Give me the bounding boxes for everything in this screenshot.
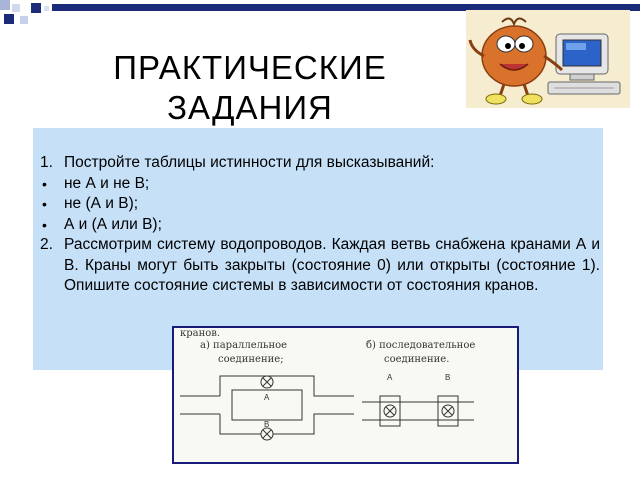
title-line-1: ПРАКТИЧЕСКИЕ (113, 49, 387, 86)
parallel-label-1: а) параллельное (200, 340, 287, 351)
page-title: ПРАКТИЧЕСКИЕ ЗАДАНИЯ (60, 48, 440, 128)
serial-valve-b-label: В (445, 373, 450, 382)
parallel-valve-a-label: А (264, 393, 270, 402)
diagram-caption-top: кранов. (180, 328, 220, 339)
parallel-valve-b-label: В (264, 420, 269, 429)
serial-valve-b-icon (441, 404, 455, 418)
task-item-2: 2. Рассмотрим систему водопроводов. Кажд… (40, 235, 600, 297)
corner-squares-decoration (0, 0, 640, 30)
task-item-1: 1. Постройте таблицы истинности для выск… (40, 153, 600, 174)
bullet-icon: • (42, 216, 47, 233)
task-text-2: Рассмотрим систему водопроводов. Каждая … (64, 236, 600, 294)
task-list: 1. Постройте таблицы истинности для выск… (40, 153, 600, 297)
bullet-icon: • (42, 196, 47, 212)
bullet-item-2: • не (А и В); (40, 194, 600, 215)
bullet-text-2: не (А и В); (64, 195, 139, 212)
task-number-2: 2. (40, 236, 53, 253)
valve-b-icon (260, 427, 274, 441)
task-number-1: 1. (40, 154, 53, 171)
bullet-item-3: • А и (А или В); (40, 215, 600, 236)
bullet-text-3: А и (А или В); (64, 215, 162, 233)
bullet-icon: • (42, 175, 47, 192)
serial-label-1: б) последовательное (366, 340, 475, 351)
cartoon-computer-character-picture (466, 10, 630, 108)
parallel-label-2: соединение; (218, 354, 284, 365)
serial-valve-a-icon (383, 404, 397, 418)
bullet-text-1: не А и не В; (64, 174, 150, 192)
task-text-1: Постройте таблицы истинности для высказы… (64, 154, 435, 171)
valve-a-icon (260, 375, 274, 389)
bullet-item-1: • не А и не В; (40, 174, 600, 195)
serial-valve-a-label: А (387, 373, 393, 382)
title-line-2: ЗАДАНИЯ (167, 89, 333, 126)
pipe-system-diagram: кранов. а) параллельное соединение; б) п… (172, 326, 519, 464)
serial-label-2: соединение. (384, 354, 449, 365)
